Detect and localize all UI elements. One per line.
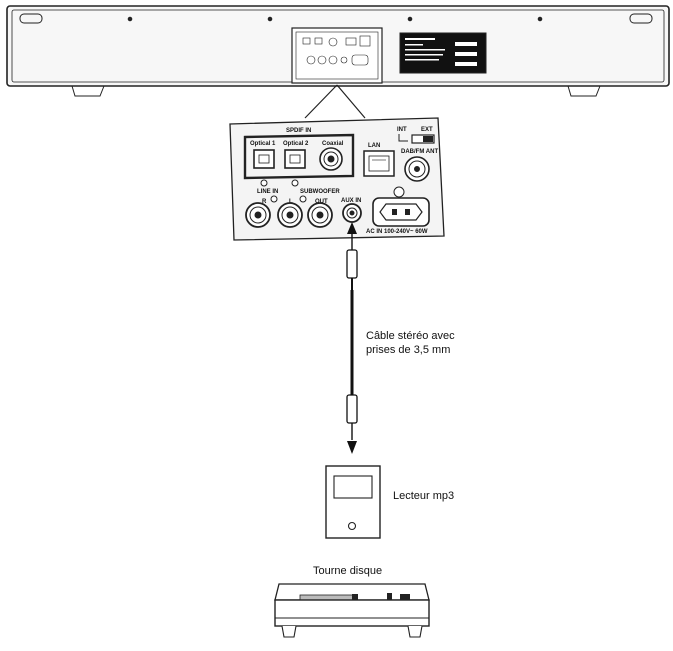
spdif-group-frame (243, 133, 355, 180)
subwoofer-out-jack (307, 202, 333, 228)
line-in-r-jack (245, 202, 271, 228)
dab-fm-antenna-port (404, 156, 430, 182)
zoom-pointer (304, 84, 366, 119)
turntable (274, 583, 430, 638)
optical-1-port (253, 149, 275, 169)
coaxial-port (319, 147, 343, 171)
subwoofer-label: SUBWOOFER (300, 189, 340, 195)
coaxial-label: Coaxial (322, 141, 344, 147)
line-in-label: LINE IN (257, 189, 278, 195)
optical-2-port (284, 149, 306, 169)
ext-label: EXT (421, 127, 433, 133)
mp3-player-label: Lecteur mp3 (393, 490, 454, 502)
line-l-label: L (289, 199, 293, 205)
spdif-in-label: SPDIF IN (286, 128, 311, 134)
line-in-l-jack (277, 202, 303, 228)
int-label: INT (397, 127, 407, 133)
lan-label: LAN (368, 143, 380, 149)
ac-in-label: AC IN 100-240V~ 60W (366, 229, 428, 235)
rear-panel: SPDIF IN Optical 1 Optical 2 Coaxial LAN (229, 117, 445, 241)
cable-label: Câble stéréo avec prises de 3,5 mm (366, 330, 458, 356)
stereo-cable (346, 222, 358, 454)
dab-fm-ant-label: DAB/FM ANT (401, 149, 438, 155)
aux-in-jack (342, 203, 362, 223)
soundbar (6, 5, 670, 97)
turntable-label: Tourne disque (313, 565, 382, 577)
optical-1-label: Optical 1 (250, 141, 276, 147)
lan-port (363, 150, 395, 177)
optical-2-label: Optical 2 (283, 141, 309, 147)
mp3-player (325, 465, 381, 539)
line-r-label: R (262, 199, 267, 205)
ac-in-socket (372, 197, 430, 227)
int-ext-switch (398, 134, 435, 144)
aux-in-label: AUX IN (341, 198, 361, 204)
subwoofer-out-label: OUT (315, 199, 328, 205)
